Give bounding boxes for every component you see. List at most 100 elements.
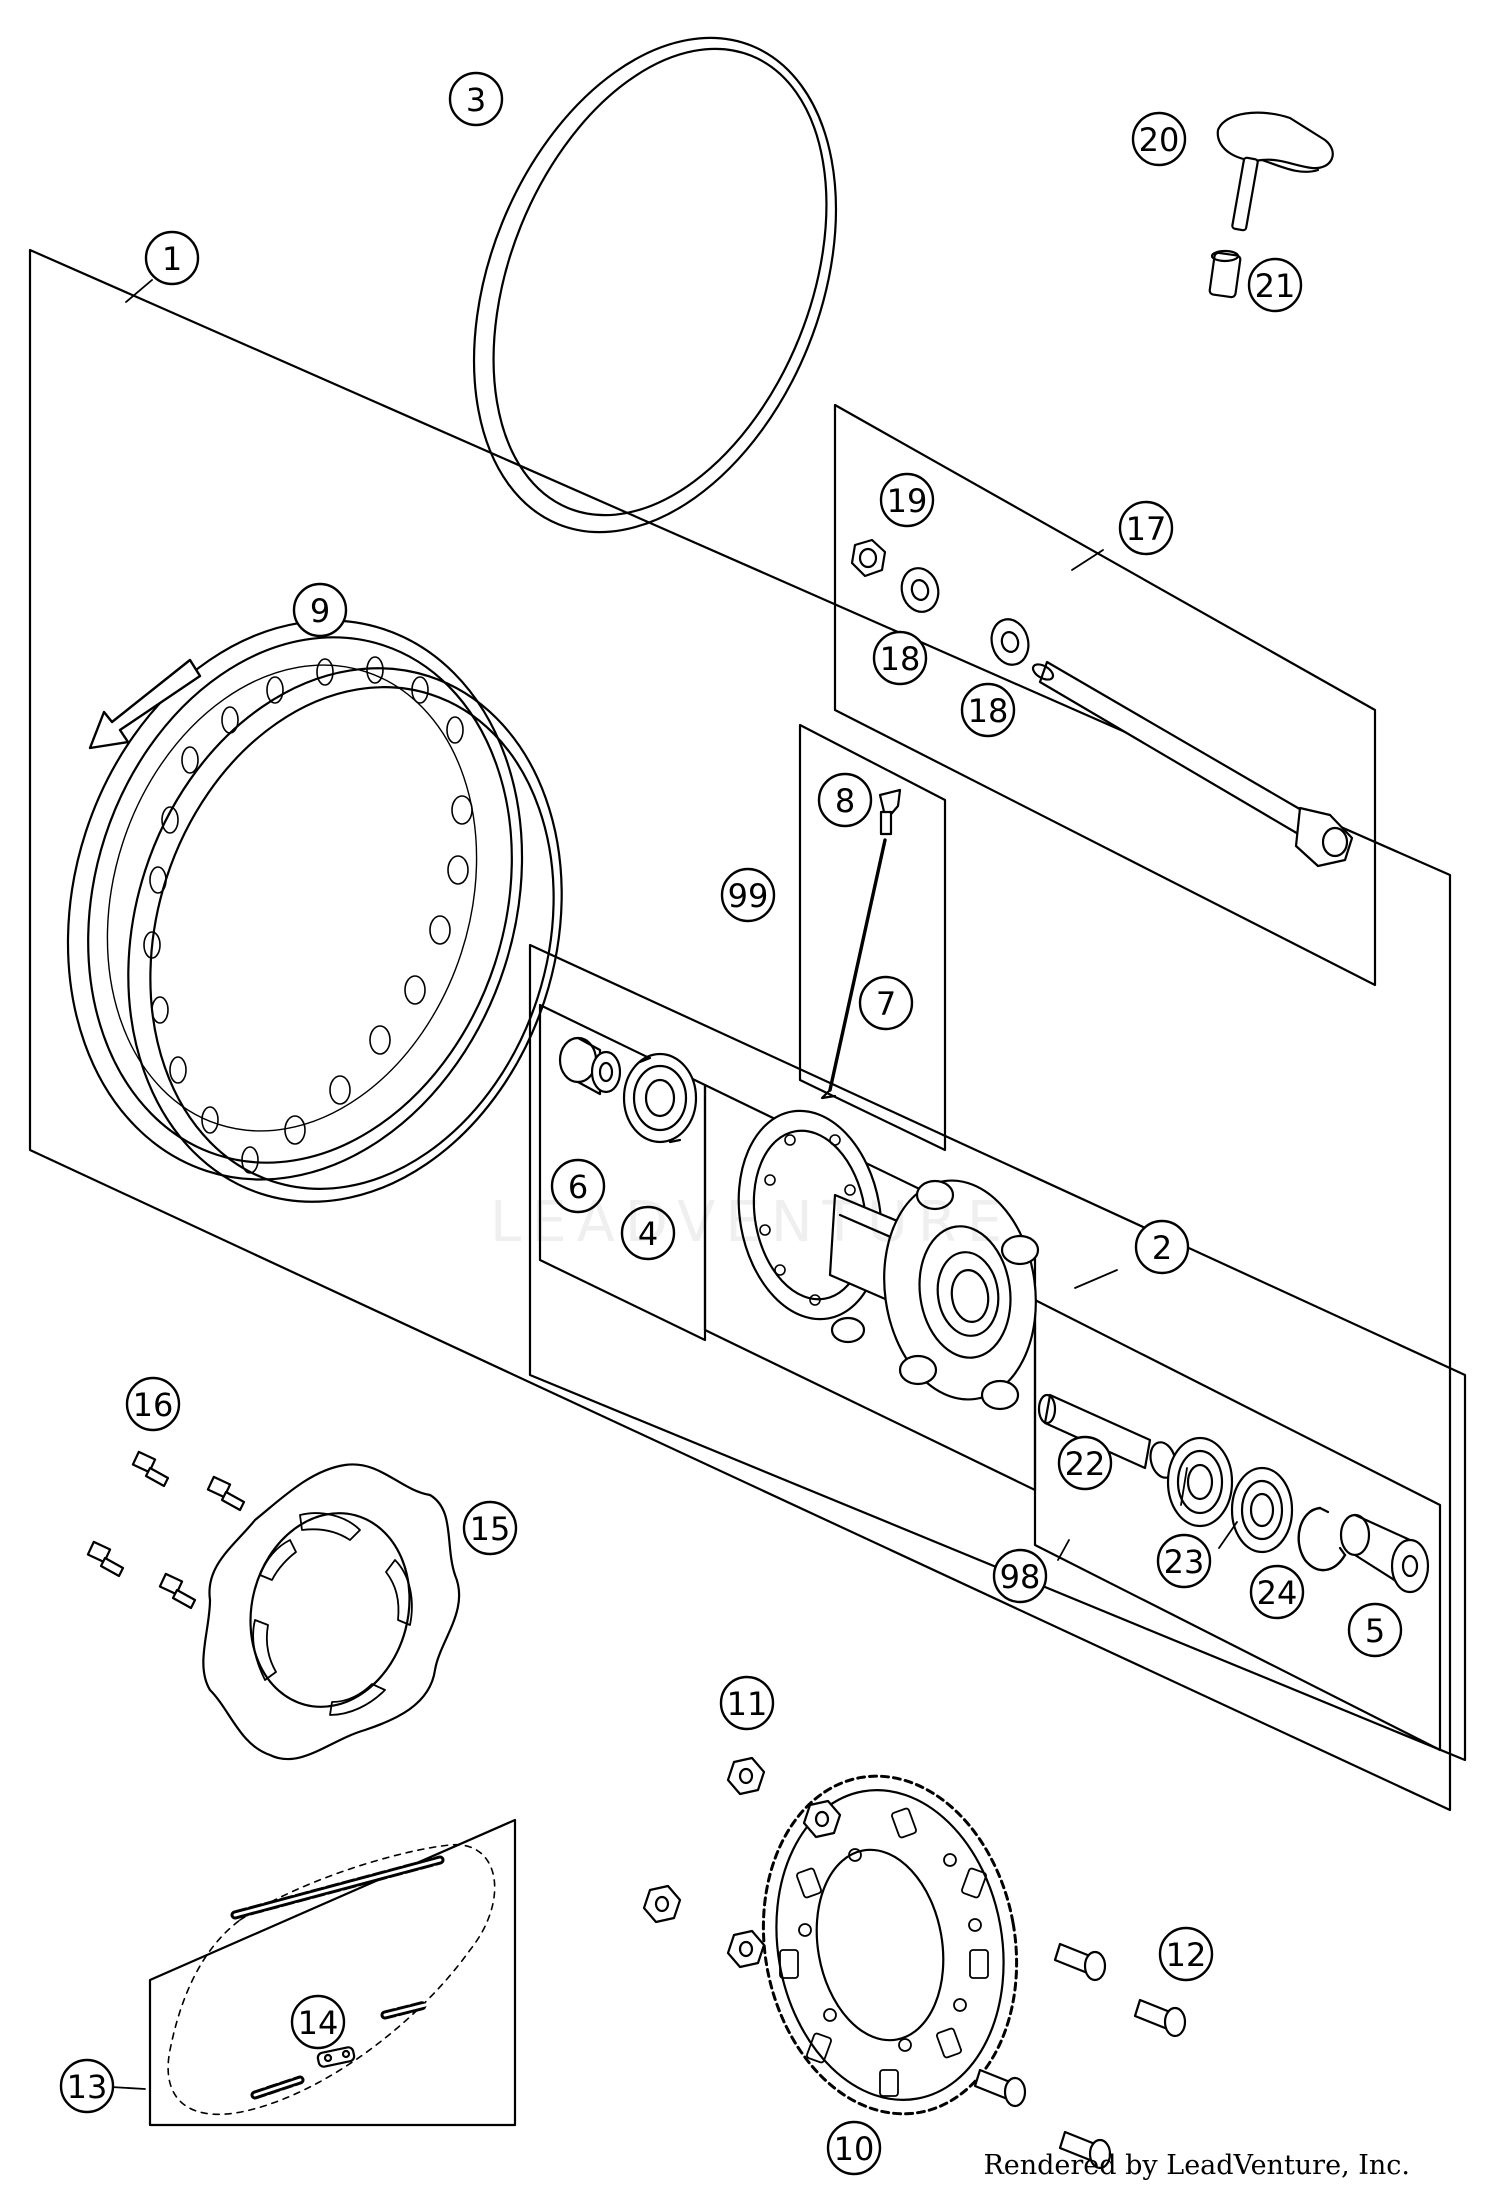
callout-99: 99 xyxy=(720,867,776,923)
rim-tape xyxy=(472,36,838,534)
svg-text:2: 2 xyxy=(1152,1229,1172,1267)
sprocket-nut-4 xyxy=(726,1929,766,1969)
svg-text:5: 5 xyxy=(1365,1612,1385,1650)
callout-22: 22 xyxy=(1057,1435,1113,1491)
callout-20: 20 xyxy=(1131,111,1187,167)
svg-text:17: 17 xyxy=(1126,510,1167,548)
group-outline-axle xyxy=(833,403,1377,987)
svg-text:1: 1 xyxy=(162,240,182,278)
callout-14: 14 xyxy=(290,1994,346,2050)
sprocket-bolt-1 xyxy=(1053,1942,1107,1982)
callout-5: 5 xyxy=(1347,1602,1403,1658)
master-link xyxy=(380,2000,430,2020)
wheel-hub xyxy=(737,1109,1040,1411)
bearing-right-1 xyxy=(1166,1436,1234,1528)
sprocket-bolt-4 xyxy=(1058,2130,1112,2170)
callout-17: 17 xyxy=(1118,500,1174,556)
circlip xyxy=(1297,1506,1347,1572)
callout-98: 98 xyxy=(992,1548,1048,1604)
svg-text:99: 99 xyxy=(728,877,769,915)
svg-text:13: 13 xyxy=(67,2068,108,2106)
sprocket-bolt-3 xyxy=(973,2068,1027,2108)
disc-bolt-4 xyxy=(158,1572,197,1610)
callout-16: 16 xyxy=(125,1376,181,1432)
svg-text:19: 19 xyxy=(887,482,928,520)
svg-text:24: 24 xyxy=(1257,1574,1298,1612)
svg-text:18: 18 xyxy=(968,692,1009,730)
svg-text:16: 16 xyxy=(133,1386,174,1424)
sprocket-nut-3 xyxy=(642,1884,682,1924)
svg-text:15: 15 xyxy=(470,1510,511,1548)
svg-text:98: 98 xyxy=(1000,1558,1041,1596)
spacer-right xyxy=(1339,1513,1430,1594)
sprocket-nut-2 xyxy=(802,1799,842,1839)
axle xyxy=(1031,660,1354,868)
bearing-right-2 xyxy=(1230,1466,1294,1554)
svg-text:20: 20 xyxy=(1139,121,1180,159)
callout-19: 19 xyxy=(879,472,935,528)
rear-sprocket xyxy=(761,1774,1019,2116)
disc-bolt-2 xyxy=(206,1475,246,1512)
rotation-arrow xyxy=(88,658,202,750)
callout-4: 4 xyxy=(620,1205,676,1261)
callout-18b: 18 xyxy=(960,682,1016,738)
svg-text:9: 9 xyxy=(310,592,330,630)
svg-text:18: 18 xyxy=(880,640,921,678)
svg-text:4: 4 xyxy=(638,1215,658,1253)
group-outline-spoke xyxy=(798,723,947,1152)
callout-7: 7 xyxy=(858,975,914,1031)
spacer-left xyxy=(558,1036,622,1096)
spoke-nipple xyxy=(878,788,902,836)
group-outline-bearing-right xyxy=(1033,1298,1442,1752)
callout-12: 12 xyxy=(1158,1926,1214,1982)
callout-9: 9 xyxy=(292,582,348,638)
sprocket-nut-1 xyxy=(726,1756,766,1796)
leader-lines xyxy=(110,279,1238,2090)
svg-text:14: 14 xyxy=(298,2004,339,2042)
callout-15: 15 xyxy=(462,1500,518,1556)
bearing-left xyxy=(622,1052,698,1144)
svg-text:23: 23 xyxy=(1164,1543,1205,1581)
brake-disc xyxy=(202,1463,461,1761)
callout-24: 24 xyxy=(1249,1564,1305,1620)
callout-6: 6 xyxy=(550,1158,606,1214)
disc-bolt-1 xyxy=(131,1450,170,1488)
axle-nut xyxy=(850,538,887,578)
callout-18a: 18 xyxy=(872,630,928,686)
chain-section xyxy=(230,1855,445,1920)
callout-11: 11 xyxy=(719,1675,775,1731)
callout-3: 3 xyxy=(448,71,504,127)
chain-clip xyxy=(316,2046,356,2068)
valve-insert xyxy=(1208,249,1242,299)
axle-washer-small xyxy=(900,567,940,613)
rim xyxy=(66,619,563,1203)
sprocket-bolt-2 xyxy=(1133,1998,1187,2038)
spacer-tube xyxy=(1037,1393,1152,1470)
watermark: LEADVENTURE xyxy=(490,1190,1013,1255)
callout-10: 10 xyxy=(826,2120,882,2176)
group-outline-wheel xyxy=(28,248,1452,1812)
svg-text:7: 7 xyxy=(876,985,896,1023)
disc-bolt-3 xyxy=(86,1540,125,1578)
callout-8: 8 xyxy=(817,772,873,828)
svg-text:11: 11 xyxy=(727,1685,768,1723)
callout-23: 23 xyxy=(1156,1533,1212,1589)
chain-link-plate xyxy=(250,2075,305,2100)
callout-21: 21 xyxy=(1247,257,1303,313)
chain-loop xyxy=(167,1844,496,2115)
svg-text:21: 21 xyxy=(1255,267,1296,305)
axle-washer-large xyxy=(990,618,1030,666)
valve-cap-tool xyxy=(1216,111,1334,232)
svg-text:6: 6 xyxy=(568,1168,588,1206)
spoke xyxy=(820,838,887,1100)
svg-text:10: 10 xyxy=(834,2130,875,2168)
callout-2: 2 xyxy=(1134,1219,1190,1275)
svg-text:8: 8 xyxy=(835,782,855,820)
svg-text:3: 3 xyxy=(466,81,486,119)
callout-13: 13 xyxy=(59,2058,115,2114)
svg-text:22: 22 xyxy=(1065,1445,1106,1483)
callout-1: 1 xyxy=(144,230,200,286)
render-credit: Rendered by LeadVenture, Inc. xyxy=(983,2150,1410,2181)
